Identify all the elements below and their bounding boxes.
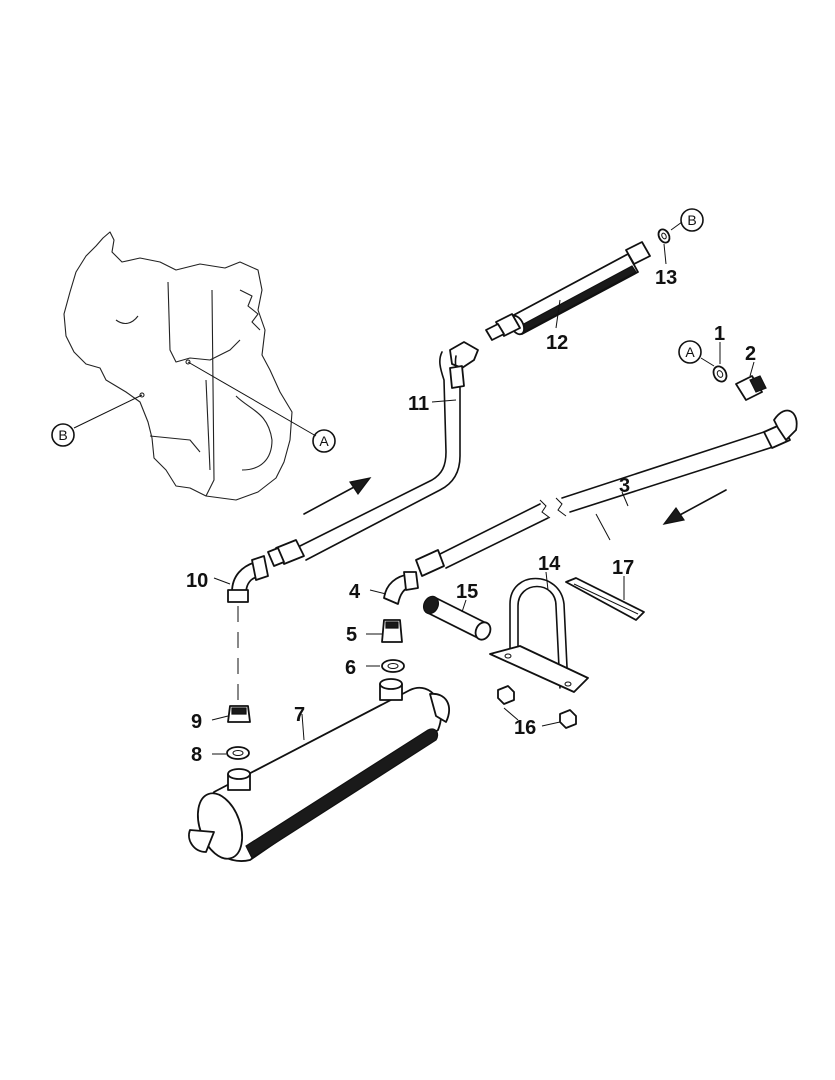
- label-8: 8: [191, 744, 202, 766]
- fitting-2: [735, 375, 767, 401]
- u-bolt-14: [489, 577, 589, 693]
- label-3: 3: [619, 475, 630, 497]
- washer-1: [712, 365, 728, 383]
- engine-outline: [63, 231, 293, 501]
- label-16: 16: [514, 717, 536, 739]
- sleeve-15: [422, 595, 492, 641]
- label-15: 15: [456, 581, 478, 603]
- flow-arrow-upper: [303, 477, 372, 515]
- label-6: 6: [345, 657, 356, 679]
- shim-plate-17: [565, 577, 645, 621]
- label-11: 11: [408, 393, 429, 415]
- elbow-4: [383, 571, 419, 605]
- label-9: 9: [191, 711, 202, 733]
- oil-cooler-7: [188, 678, 451, 862]
- washer-6: [381, 659, 405, 673]
- callout-a-line: A: [678, 340, 702, 364]
- fitting-9: [227, 705, 251, 723]
- svg-text:B: B: [58, 427, 67, 443]
- label-13: 13: [655, 267, 677, 289]
- label-2: 2: [745, 343, 756, 365]
- label-14: 14: [538, 553, 561, 575]
- callout-b-engine: B: [51, 423, 75, 447]
- label-4: 4: [349, 581, 361, 603]
- hose-3: [415, 409, 798, 577]
- washer-8: [226, 746, 250, 760]
- fitting-5: [381, 619, 403, 643]
- svg-text:A: A: [319, 433, 329, 449]
- svg-text:A: A: [685, 344, 695, 360]
- elbow-10: [227, 555, 269, 603]
- callout-b-line: B: [680, 208, 704, 232]
- label-10: 10: [186, 570, 208, 592]
- label-12: 12: [546, 332, 568, 354]
- nuts-16: [497, 685, 577, 729]
- label-1: 1: [714, 323, 725, 345]
- label-7: 7: [294, 704, 305, 726]
- filter-cylinder-12: [485, 228, 671, 341]
- flow-arrow-lower: [662, 489, 727, 525]
- svg-text:B: B: [687, 212, 696, 228]
- hose-11: [267, 341, 479, 567]
- callout-a-engine: A: [312, 429, 336, 453]
- label-17: 17: [612, 557, 634, 579]
- label-5: 5: [346, 624, 357, 646]
